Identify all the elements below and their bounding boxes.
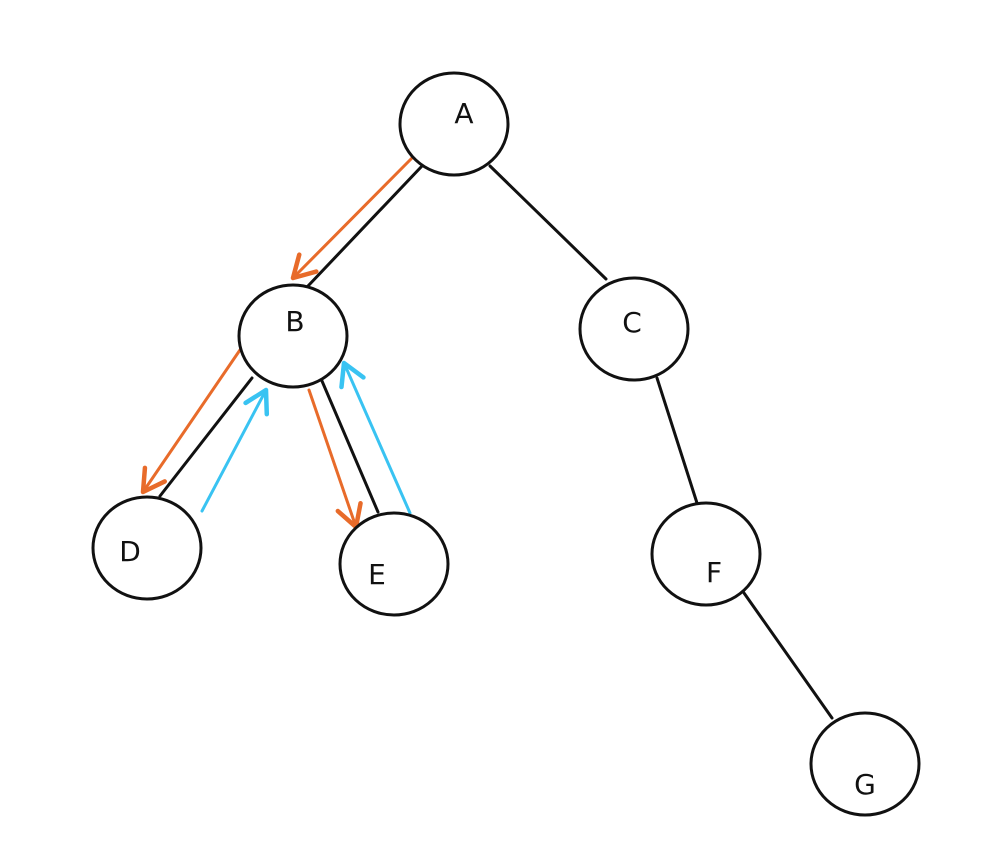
node-e: E [338,511,450,617]
node-f-label: F [706,556,722,589]
traversal-arrow-b-to-e [307,388,363,530]
edge-b-d [158,376,254,498]
edge-c-f [655,376,699,505]
traversal-arrow-a-to-b [290,156,414,281]
edge-b-e [320,379,380,514]
node-b-label: B [285,305,304,338]
node-d-label: D [119,535,141,568]
node-c: C [578,276,690,382]
node-g: G [809,711,921,817]
node-b: B [237,283,349,389]
node-a-label: A [454,97,473,130]
node-e-label: E [368,558,386,591]
edge-f-g [742,591,834,720]
traversal-arrow-b-to-d [140,345,244,495]
edge-a-b [306,164,424,288]
node-f: F [650,501,762,607]
traversal-arrow-e-to-b [339,360,412,515]
edge-a-c [488,164,608,281]
node-g-label: G [854,768,876,801]
node-a: A [398,71,510,177]
traversal-arrow-d-to-b [200,387,270,513]
node-c-label: C [622,306,642,339]
node-d: D [91,495,203,601]
